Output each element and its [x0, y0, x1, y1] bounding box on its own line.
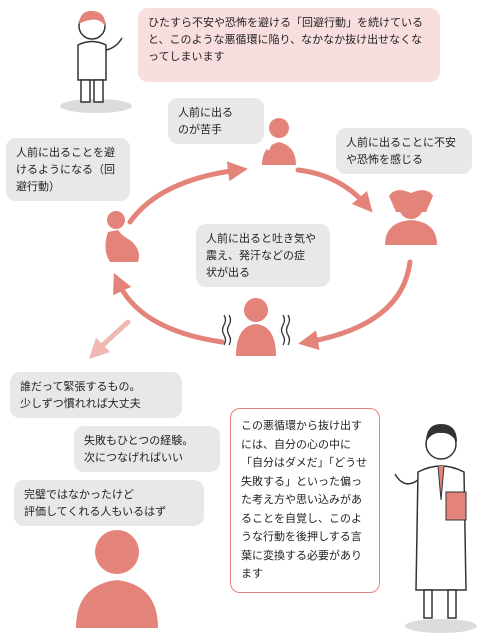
- cycle-step-symptoms: 人前に出ると吐き気や 震え、発汗などの症 状が出る: [196, 224, 330, 287]
- cycle-arrows: [113, 161, 413, 351]
- person-worried-icon: [262, 118, 296, 165]
- person-trembling-icon: [221, 298, 291, 356]
- cycle-step-avoidance: 人前に出ることを避 けるようになる（回 避行動）: [6, 138, 130, 201]
- cycle-step-anxiety: 人前に出ることに不安 や恐怖を感じる: [336, 128, 472, 174]
- person-hugging-knees-icon: [105, 211, 139, 262]
- cycle-step-dislike: 人前に出る のが苦手: [168, 98, 264, 144]
- person-thinking-icon: [60, 10, 132, 113]
- advice-bubble: この悪循環から抜け出すには、自分の心の中に「自分はダメだ」「どうせ失敗する」とい…: [230, 408, 380, 593]
- person-back-icon: [76, 530, 158, 628]
- reassure-bubble-3: 完璧ではなかったけど 評価してくれる人もいるはず: [14, 480, 204, 526]
- person-head-in-hands-icon: [385, 190, 437, 245]
- reassure-bubble-1: 誰だって緊張するもの。 少しずつ慣れれば大丈夫: [10, 372, 182, 418]
- reassure-bubble-2: 失敗もひとつの経験。 次につなげればいい: [74, 426, 220, 472]
- top-explanation-bubble: ひたすら不安や恐怖を避ける「回避行動」を続けていると、このような悪循環に陥り、な…: [138, 8, 440, 82]
- exit-arrow: [88, 319, 131, 360]
- doctor-icon: [394, 424, 477, 633]
